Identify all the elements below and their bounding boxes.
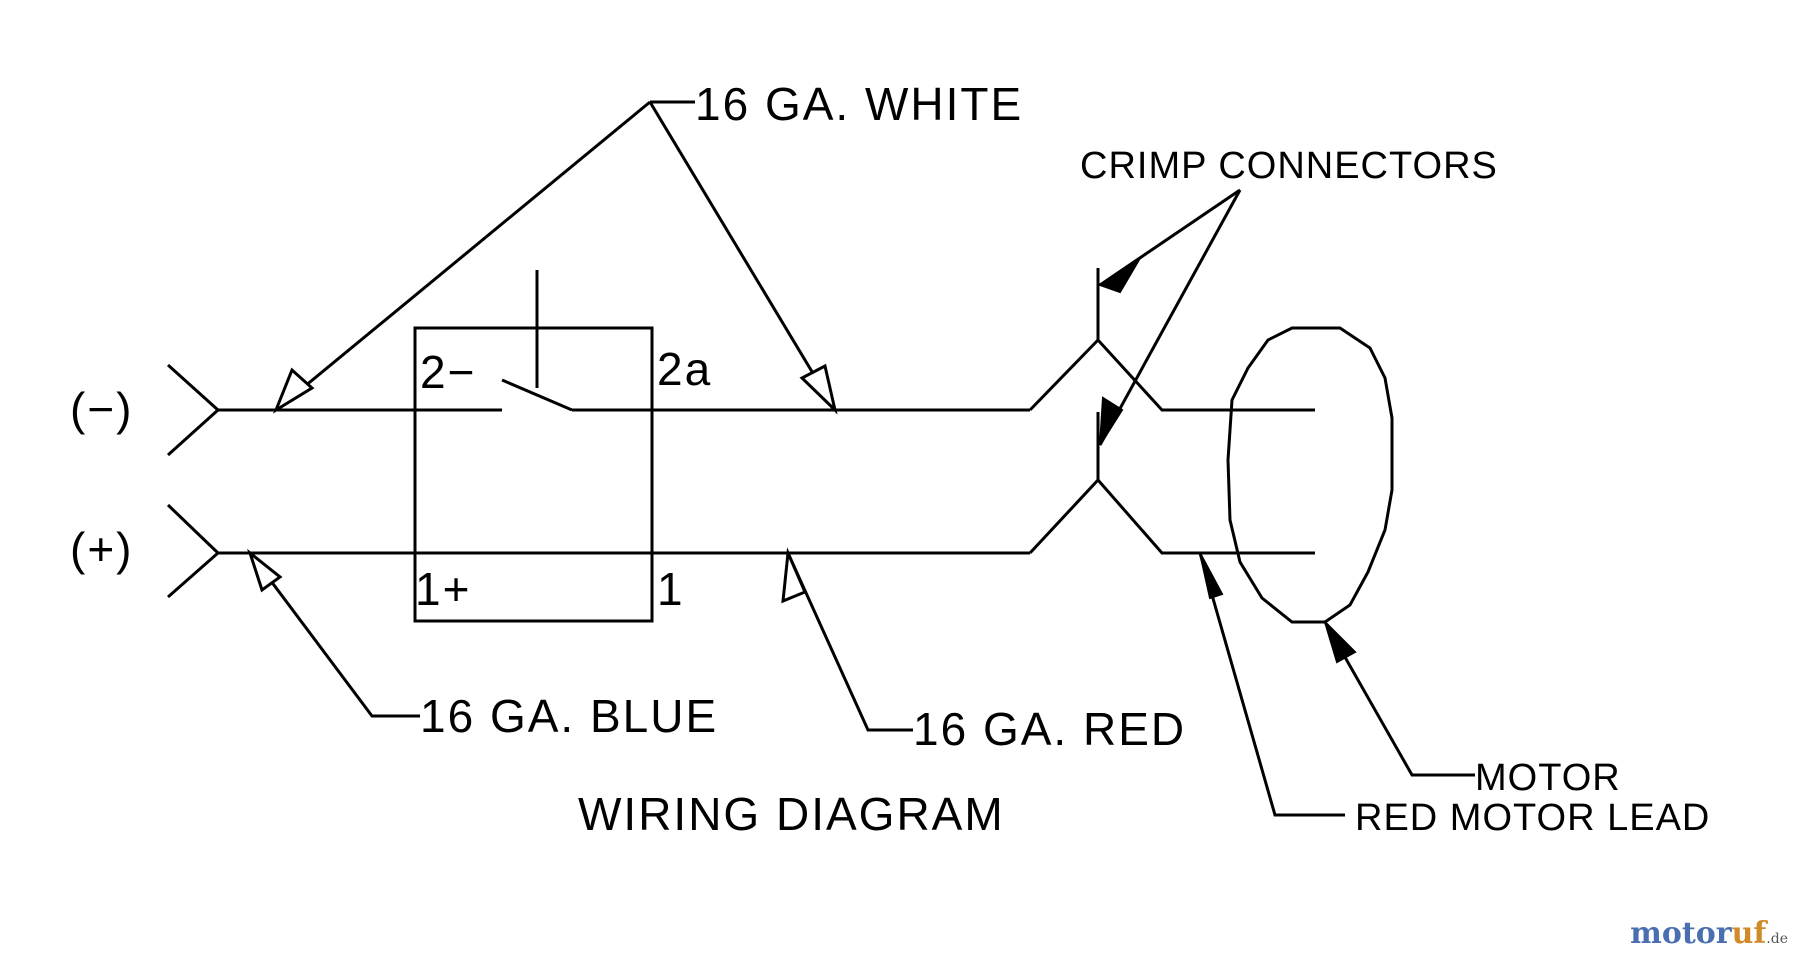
blue-arrowhead xyxy=(247,548,283,593)
red-arrowhead xyxy=(781,547,807,604)
white-arrowhead-right xyxy=(799,363,838,415)
switch-blade xyxy=(501,378,573,412)
crimp-connectors-label: CRIMP CONNECTORS xyxy=(1080,145,1498,187)
positive-terminal-bracket xyxy=(166,503,221,599)
top-splice xyxy=(1028,337,1315,412)
red-wire-label: 16 GA. RED xyxy=(913,703,1186,755)
switch-box xyxy=(413,326,654,623)
diagram-title: WIRING DIAGRAM xyxy=(578,788,1005,840)
red-motor-lead-label: RED MOTOR LEAD xyxy=(1355,797,1710,839)
negative-terminal-bracket xyxy=(166,363,221,457)
motor-leader xyxy=(1323,621,1475,777)
watermark-main: motor xyxy=(1630,916,1732,951)
white-leader-left xyxy=(275,100,651,412)
motor-arrowhead xyxy=(1324,621,1357,664)
white-arrowhead-left xyxy=(272,367,315,414)
switch-terminal-2neg: 2− xyxy=(420,346,476,398)
blue-leader xyxy=(248,552,420,718)
red-motor-lead-leader xyxy=(1198,552,1345,817)
white-leader-right xyxy=(648,101,837,411)
crimp-arrowhead-top xyxy=(1097,257,1141,294)
bottom-splice xyxy=(1028,477,1315,555)
motor-label: MOTOR xyxy=(1475,757,1621,799)
red-motor-lead-arrowhead xyxy=(1199,552,1224,600)
motor-body xyxy=(1226,326,1394,624)
positive-terminal-label: (+) xyxy=(70,523,134,575)
watermark-accent: uf xyxy=(1731,916,1767,951)
switch-terminal-2a: 2a xyxy=(657,343,712,395)
crimp-arrowhead-bottom xyxy=(1099,396,1124,446)
red-leader xyxy=(786,552,913,732)
blue-wire-label: 16 GA. BLUE xyxy=(420,690,718,742)
crimp-leader-bottom xyxy=(1098,189,1242,446)
negative-terminal-label: (−) xyxy=(70,383,134,435)
watermark-tld: .de xyxy=(1766,931,1788,947)
switch-terminal-1pos: 1+ xyxy=(415,563,471,615)
watermark-logo: motoruf.de xyxy=(1630,916,1788,951)
white-wire-label: 16 GA. WHITE xyxy=(695,78,1023,130)
switch-terminal-1: 1 xyxy=(657,563,685,615)
